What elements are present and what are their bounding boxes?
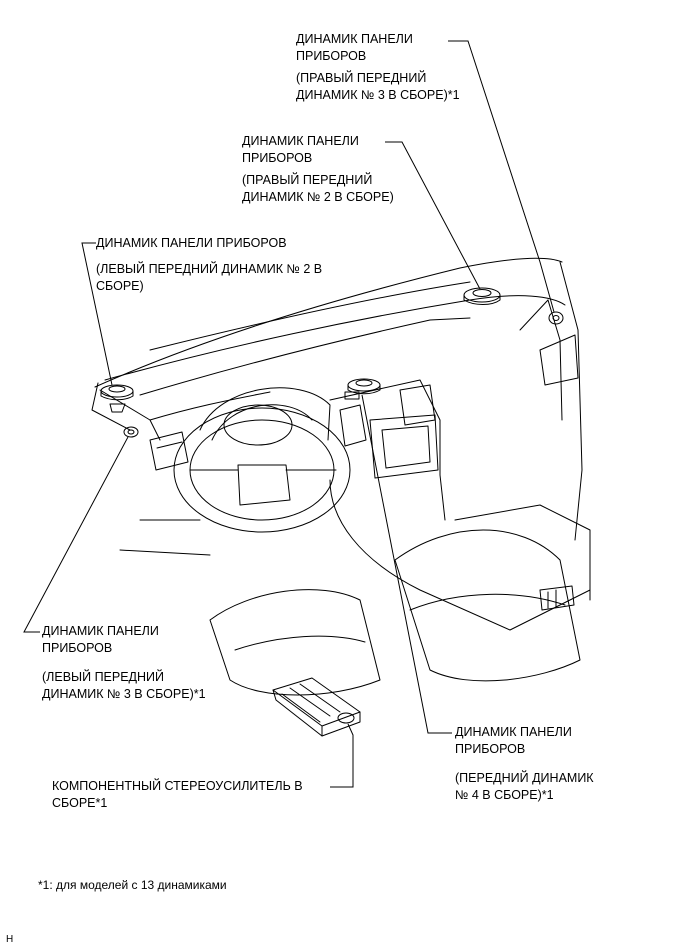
passenger-seat <box>394 529 581 682</box>
leader-rf2 <box>385 141 481 290</box>
label-left-front-speaker-2: ДИНАМИК ПАНЕЛИ ПРИБОРОВ (ЛЕВЫЙ ПЕРЕДНИЙ … <box>96 235 322 295</box>
front-speaker-4 <box>344 378 381 400</box>
stereo-amplifier <box>272 677 361 737</box>
label-line: (ЛЕВЫЙ ПЕРЕДНИЙ ДИНАМИК № 2 В <box>96 262 323 276</box>
left-a-pillar <box>91 382 131 431</box>
dashboard-front-edge <box>104 295 566 381</box>
label-line: ДИНАМИК ПАНЕЛИ <box>242 134 359 148</box>
right-a-pillar <box>559 261 583 541</box>
center-console <box>329 479 591 631</box>
right-front-speaker-2 <box>463 287 501 305</box>
label-line: ПРИБОРОВ <box>455 742 526 756</box>
label-line: (ПРАВЫЙ ПЕРЕДНИЙ <box>296 71 427 85</box>
label-line: ПРИБОРОВ <box>296 49 367 63</box>
label-line: № 4 В СБОРЕ)*1 <box>455 788 554 802</box>
driver-seat <box>209 589 381 696</box>
label-line: КОМПОНЕНТНЫЙ СТЕРЕОУСИЛИТЕЛЬ В <box>52 779 303 793</box>
label-stereo-amplifier: КОМПОНЕНТНЫЙ СТЕРЕОУСИЛИТЕЛЬ В СБОРЕ*1 <box>52 778 303 812</box>
label-line: ДИНАМИК ПАНЕЛИ <box>296 32 413 46</box>
leader-f4 <box>361 394 452 734</box>
label-line: СБОРЕ) <box>96 279 144 293</box>
footnote: *1: для моделей с 13 динамиками <box>38 878 227 892</box>
left-vent <box>149 431 189 471</box>
left-front-speaker-2 <box>100 384 134 413</box>
label-line: СБОРЕ*1 <box>52 796 108 810</box>
left-front-speaker-3 <box>123 426 139 438</box>
label-line: (ЛЕВЫЙ ПЕРЕДНИЙ <box>42 670 165 684</box>
dash-ridge <box>139 317 471 396</box>
right-front-speaker-3 <box>548 311 564 325</box>
label-line: ДИНАМИК ПАНЕЛИ <box>42 624 159 638</box>
instrument-cluster <box>199 387 331 441</box>
label-line: (ПРАВЫЙ ПЕРЕДНИЙ <box>242 173 373 187</box>
label-front-speaker-4: ДИНАМИК ПАНЕЛИ ПРИБОРОВ (ПЕРЕДНИЙ ДИНАМИ… <box>455 724 594 804</box>
label-line: ПРИБОРОВ <box>242 151 313 165</box>
label-line: ДИНАМИК ПАНЕЛИ <box>455 725 572 739</box>
leader-amp <box>330 723 354 788</box>
label-line: ПРИБОРОВ <box>42 641 113 655</box>
leader-lf3 <box>23 436 129 633</box>
leader-lf2 <box>81 242 113 386</box>
label-line: ДИНАМИК № 3 В СБОРЕ)*1 <box>296 88 460 102</box>
figure-code: H <box>6 934 14 945</box>
label-line: ДИНАМИК ПАНЕЛИ ПРИБОРОВ <box>96 236 287 250</box>
center-stack <box>329 379 446 521</box>
label-right-front-speaker-3: ДИНАМИК ПАНЕЛИ ПРИБОРОВ (ПРАВЫЙ ПЕРЕДНИЙ… <box>296 31 460 104</box>
label-line: ДИНАМИК № 2 В СБОРЕ) <box>242 190 394 204</box>
steering-wheel <box>173 407 351 533</box>
label-left-front-speaker-3: ДИНАМИК ПАНЕЛИ ПРИБОРОВ (ЛЕВЫЙ ПЕРЕДНИЙ … <box>42 623 206 703</box>
dashboard-top-outline <box>94 257 563 388</box>
label-line: (ПЕРЕДНИЙ ДИНАМИК <box>455 771 594 785</box>
leader-rf3 <box>448 40 555 313</box>
label-line: ДИНАМИК № 3 В СБОРЕ)*1 <box>42 687 206 701</box>
label-right-front-speaker-2: ДИНАМИК ПАНЕЛИ ПРИБОРОВ (ПРАВЫЙ ПЕРЕДНИЙ… <box>242 133 394 206</box>
windshield-base <box>149 281 471 351</box>
